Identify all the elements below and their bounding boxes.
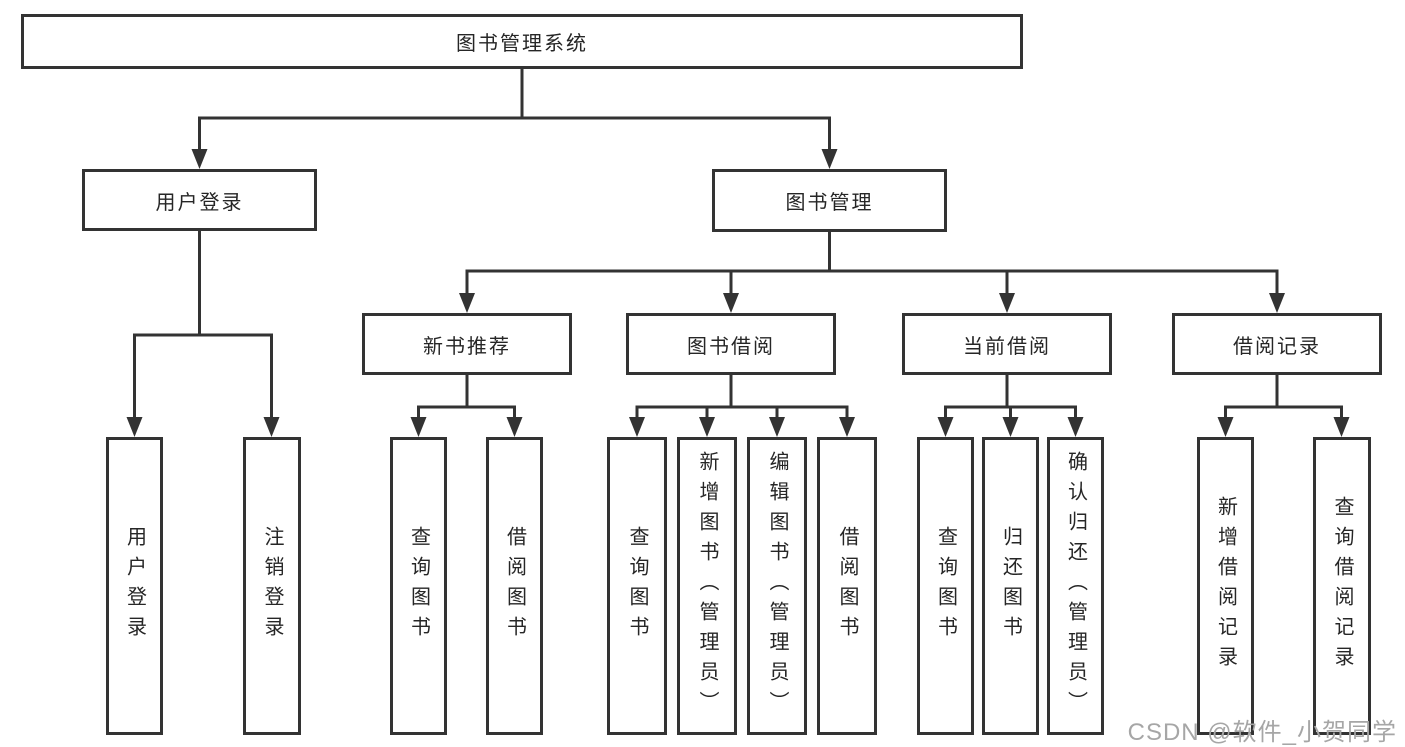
leaf-query-books-1-label: 查询图书 <box>407 526 430 646</box>
leaf-borrow-books-1-label: 借阅图书 <box>503 526 526 646</box>
leaf-logout-label: 注销登录 <box>261 526 283 646</box>
node-book-management: 图书管理 <box>712 169 947 232</box>
node-new-book-recommend: 新书推荐 <box>362 313 572 375</box>
leaf-query-books-2: 查询图书 <box>607 437 667 735</box>
leaf-add-borrow-record: 新增借阅记录 <box>1197 437 1254 735</box>
watermark: CSDN @软件_小贺同学 <box>1127 719 1397 746</box>
node-root-label: 图书管理系统 <box>456 33 588 55</box>
leaf-borrow-books-2-label: 借阅图书 <box>836 526 858 646</box>
leaf-return-book-label: 归还图书 <box>999 526 1022 646</box>
leaf-borrow-books-1: 借阅图书 <box>486 437 543 735</box>
node-book-borrow: 图书借阅 <box>626 313 836 375</box>
node-user-login-label: 用户登录 <box>155 191 244 214</box>
node-current-borrow-label: 当前借阅 <box>963 335 1051 358</box>
node-borrow-records-label: 借阅记录 <box>1233 335 1321 358</box>
leaf-user-login: 用户登录 <box>106 437 163 735</box>
node-user-login: 用户登录 <box>82 169 317 231</box>
leaf-add-book-admin-label: 新增图书（管理员） <box>696 451 718 721</box>
node-root: 图书管理系统 <box>21 14 1023 69</box>
leaf-edit-book-admin: 编辑图书（管理员） <box>747 437 807 735</box>
leaf-confirm-return-admin-label: 确认归还（管理员） <box>1064 451 1087 721</box>
node-new-book-recommend-label: 新书推荐 <box>423 335 511 358</box>
leaf-add-book-admin: 新增图书（管理员） <box>677 437 737 735</box>
leaf-return-book: 归还图书 <box>982 437 1039 735</box>
node-borrow-records: 借阅记录 <box>1172 313 1382 375</box>
node-book-borrow-label: 图书借阅 <box>687 335 775 358</box>
node-current-borrow: 当前借阅 <box>902 313 1112 375</box>
leaf-query-books-1: 查询图书 <box>390 437 447 735</box>
leaf-add-borrow-record-label: 新增借阅记录 <box>1214 496 1237 676</box>
leaf-edit-book-admin-label: 编辑图书（管理员） <box>766 451 788 721</box>
leaf-logout: 注销登录 <box>243 437 301 735</box>
leaf-confirm-return-admin: 确认归还（管理员） <box>1047 437 1104 735</box>
leaf-query-books-3-label: 查询图书 <box>934 526 957 646</box>
leaf-query-borrow-record: 查询借阅记录 <box>1313 437 1371 735</box>
leaf-query-books-2-label: 查询图书 <box>626 526 648 646</box>
leaf-borrow-books-2: 借阅图书 <box>817 437 877 735</box>
leaf-query-books-3: 查询图书 <box>917 437 974 735</box>
node-book-management-label: 图书管理 <box>785 192 874 214</box>
leaf-query-borrow-record-label: 查询借阅记录 <box>1331 496 1353 676</box>
arrowheads <box>126 149 1350 437</box>
leaf-user-login-label: 用户登录 <box>123 526 146 646</box>
